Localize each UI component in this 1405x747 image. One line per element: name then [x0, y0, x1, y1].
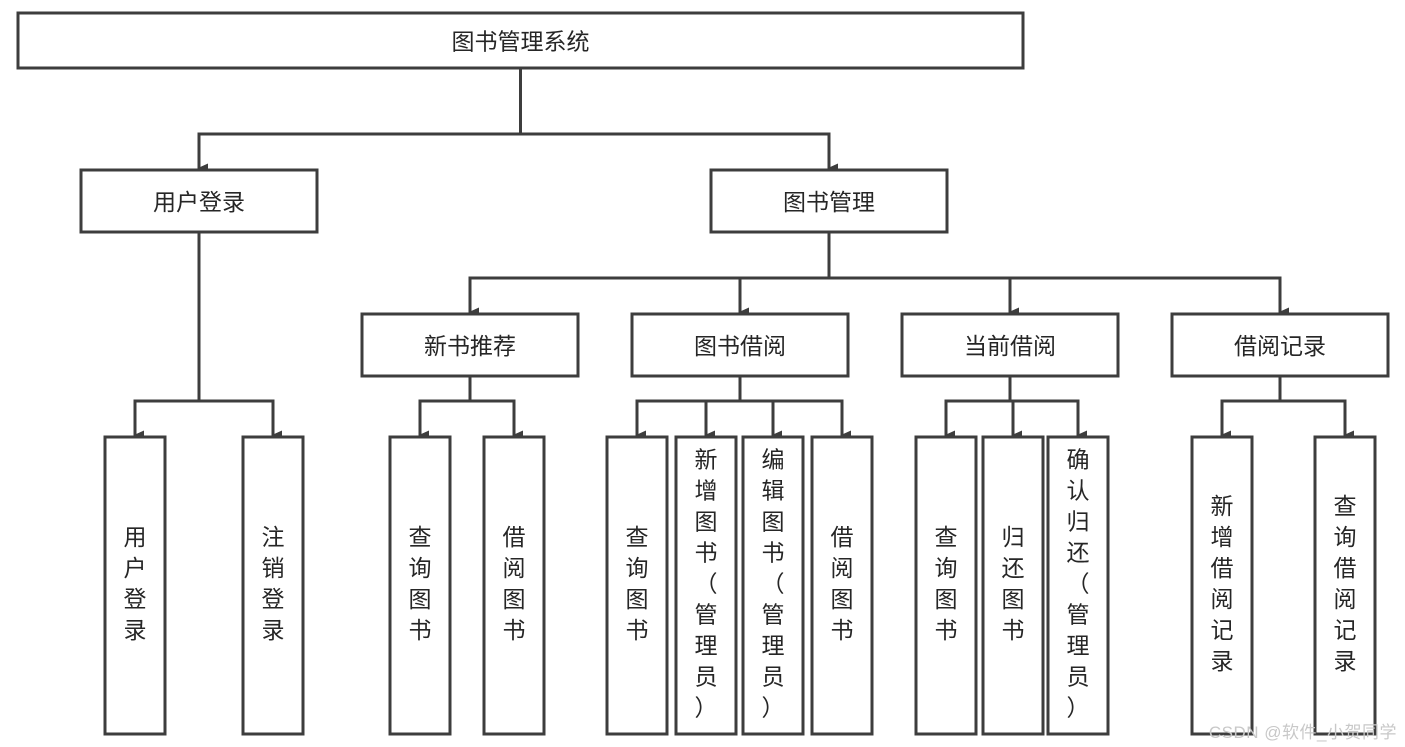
node-leaf-return-book[interactable]: 归还图书: [981, 435, 1045, 736]
node-label-new-book-rec: 新书推荐: [424, 333, 516, 359]
node-label-leaf-return-book: 归还图书: [1002, 524, 1025, 643]
node-book-borrow[interactable]: 图书借阅: [630, 312, 850, 378]
node-book-manage[interactable]: 图书管理: [709, 168, 949, 234]
node-current-borrow[interactable]: 当前借阅: [900, 312, 1120, 378]
node-leaf-query-book-cb[interactable]: 查询图书: [914, 435, 978, 736]
node-leaf-query-book-rec[interactable]: 查询图书: [388, 435, 452, 736]
node-label-book-borrow: 图书借阅: [694, 333, 786, 359]
node-box-root[interactable]: [16, 11, 1025, 70]
node-label-leaf-borrow-book-rec: 借阅图书: [503, 524, 526, 643]
node-label-leaf-query-book-rec: 查询图书: [409, 524, 432, 643]
node-box-leaf-query-book-bb[interactable]: [605, 435, 669, 736]
node-box-user-login[interactable]: [79, 168, 319, 234]
node-label-leaf-query-book-cb: 查询图书: [935, 524, 958, 643]
node-user-login[interactable]: 用户登录: [79, 168, 319, 234]
node-leaf-edit-book[interactable]: 编辑图书（管理员）: [741, 435, 805, 736]
node-label-borrow-record: 借阅记录: [1234, 333, 1326, 359]
node-leaf-confirm-return[interactable]: 确认归还（管理员）: [1046, 435, 1110, 736]
node-box-leaf-borrow-book-bb[interactable]: [810, 435, 874, 736]
node-box-leaf-query-book-cb[interactable]: [914, 435, 978, 736]
node-box-book-manage[interactable]: [709, 168, 949, 234]
nodes-layer: 图书管理系统用户登录图书管理新书推荐图书借阅当前借阅借阅记录用户登录注销登录查询…: [16, 11, 1390, 736]
node-label-user-login: 用户登录: [153, 189, 245, 215]
node-box-leaf-user-login[interactable]: [103, 435, 167, 736]
node-label-leaf-borrow-book-bb: 借阅图书: [831, 524, 854, 643]
node-leaf-borrow-book-rec[interactable]: 借阅图书: [482, 435, 546, 736]
node-label-book-manage: 图书管理: [783, 189, 875, 215]
node-box-leaf-add-book[interactable]: [674, 435, 738, 736]
node-box-book-borrow[interactable]: [630, 312, 850, 378]
node-box-leaf-confirm-return[interactable]: [1046, 435, 1110, 736]
node-box-leaf-add-record[interactable]: [1190, 435, 1254, 736]
node-label-leaf-query-book-bb: 查询图书: [626, 524, 649, 643]
node-leaf-add-book[interactable]: 新增图书（管理员）: [674, 435, 738, 736]
node-leaf-user-login[interactable]: 用户登录: [103, 435, 167, 736]
node-label-root: 图书管理系统: [452, 29, 590, 55]
node-leaf-add-record[interactable]: 新增借阅记录: [1190, 435, 1254, 736]
node-box-leaf-return-book[interactable]: [981, 435, 1045, 736]
node-leaf-logout[interactable]: 注销登录: [241, 435, 305, 736]
node-label-leaf-edit-book: 编辑图书（管理员）: [762, 447, 785, 721]
node-box-leaf-borrow-book-rec[interactable]: [482, 435, 546, 736]
node-root[interactable]: 图书管理系统: [16, 11, 1025, 70]
node-box-current-borrow[interactable]: [900, 312, 1120, 378]
node-label-leaf-user-login: 用户登录: [124, 524, 147, 643]
node-box-leaf-logout[interactable]: [241, 435, 305, 736]
edges-layer: [133, 66, 1354, 440]
node-leaf-query-record[interactable]: 查询借阅记录: [1313, 435, 1377, 736]
node-box-leaf-query-book-rec[interactable]: [388, 435, 452, 736]
node-borrow-record[interactable]: 借阅记录: [1170, 312, 1390, 378]
node-box-leaf-query-record[interactable]: [1313, 435, 1377, 736]
node-leaf-borrow-book-bb[interactable]: 借阅图书: [810, 435, 874, 736]
node-box-borrow-record[interactable]: [1170, 312, 1390, 378]
watermark-csdn: CSDN @软件_小贺同学: [1208, 723, 1397, 742]
node-label-leaf-confirm-return: 确认归还（管理员）: [1067, 447, 1090, 721]
node-leaf-query-book-bb[interactable]: 查询图书: [605, 435, 669, 736]
node-label-leaf-logout: 注销登录: [262, 524, 285, 643]
node-label-leaf-query-record: 查询借阅记录: [1334, 493, 1357, 674]
node-box-leaf-edit-book[interactable]: [741, 435, 805, 736]
node-label-leaf-add-book: 新增图书（管理员）: [695, 447, 718, 721]
node-label-leaf-add-record: 新增借阅记录: [1211, 493, 1234, 674]
node-new-book-rec[interactable]: 新书推荐: [360, 312, 580, 378]
node-label-current-borrow: 当前借阅: [964, 333, 1056, 359]
node-box-new-book-rec[interactable]: [360, 312, 580, 378]
